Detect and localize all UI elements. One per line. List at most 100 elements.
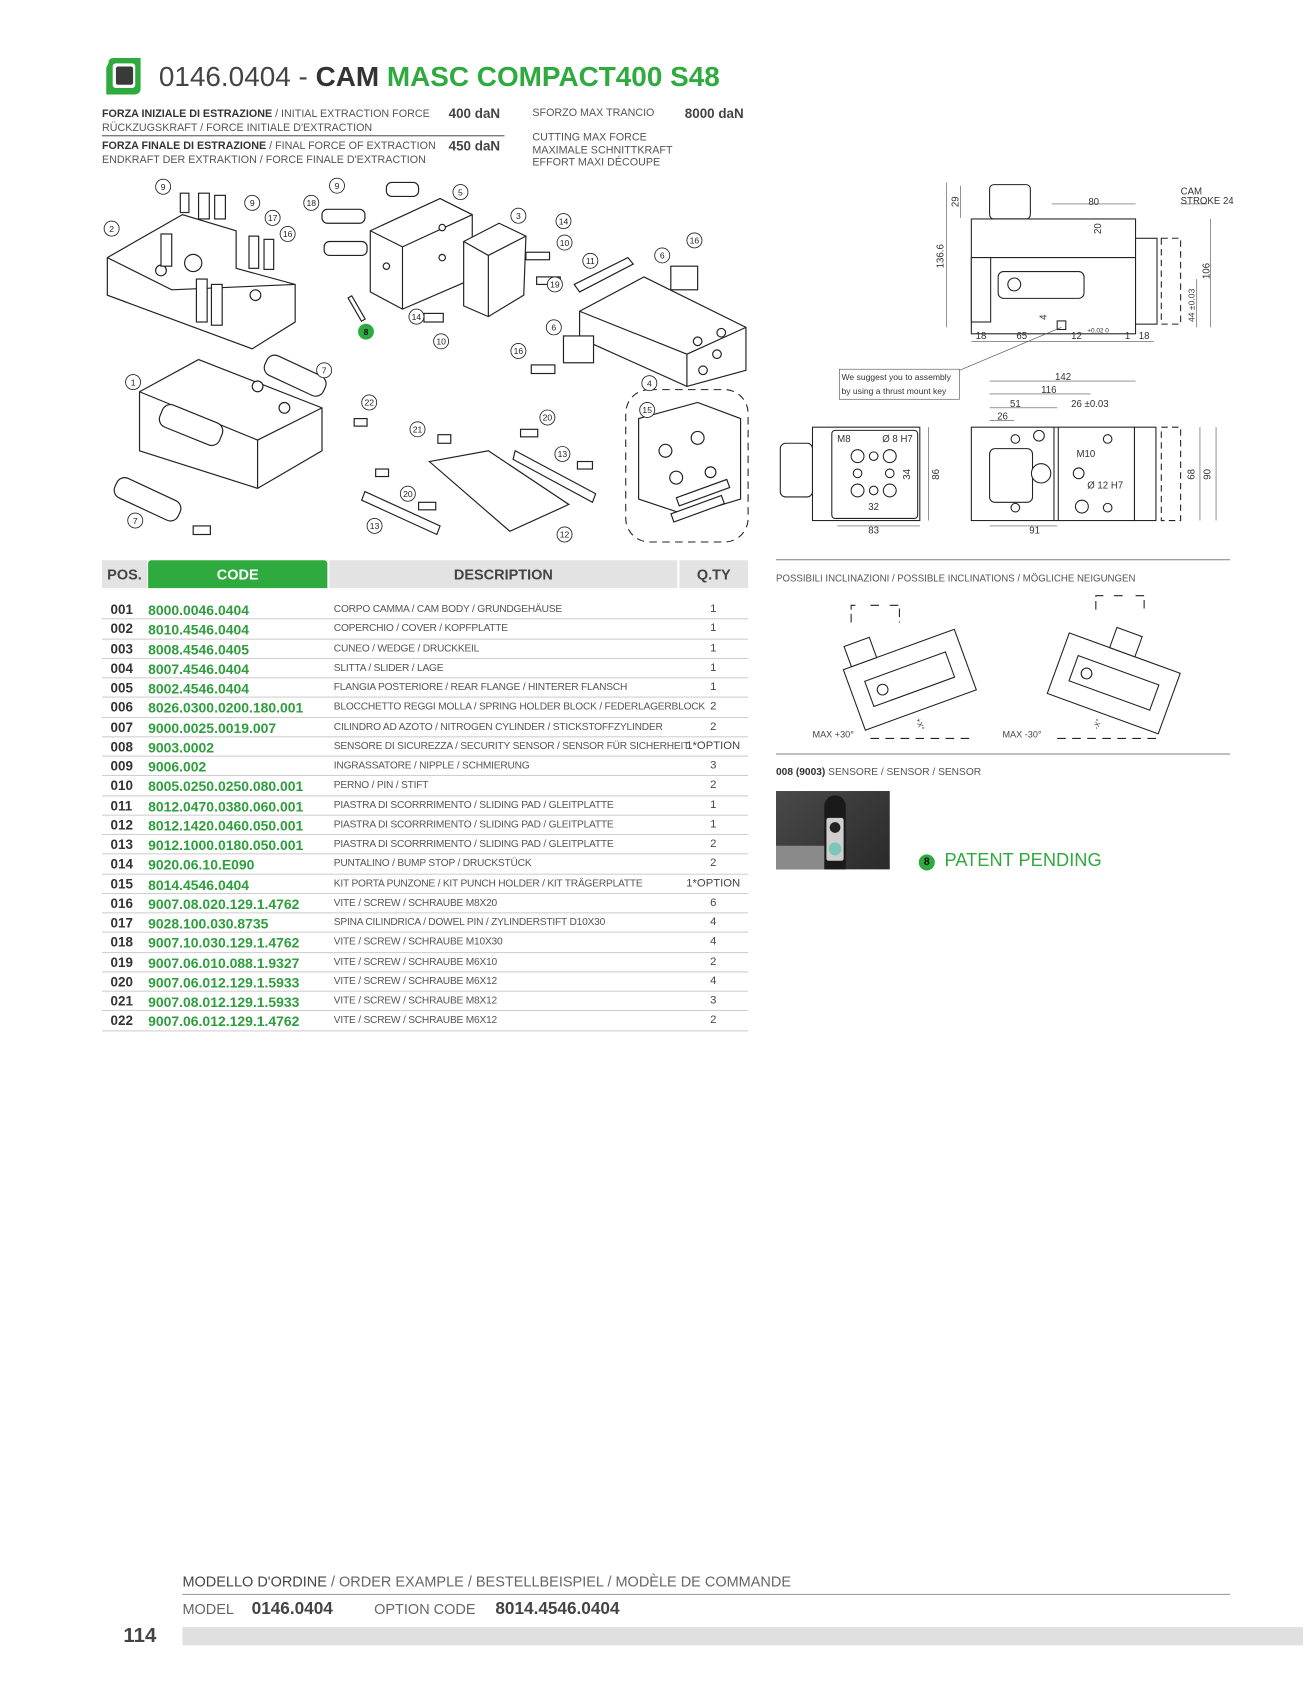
callout-circle (329, 177, 345, 194)
callout-number: 6 (660, 251, 665, 261)
row-pos: 003 (110, 641, 133, 657)
row-qty: 2 (710, 778, 717, 792)
callout-number: 10 (436, 337, 446, 347)
row-description: VITE / SCREW / SCHRAUBE M10X30 (333, 936, 503, 948)
dim-18b: 18 (1139, 331, 1150, 342)
row-code: 9012.1000.0180.050.001 (148, 837, 304, 854)
max-plus-30-label: MAX +30° (812, 729, 854, 739)
page-title: 0146.0404 - CAM MASC COMPACT400 S48 (159, 60, 720, 93)
sensor-label: 008 (9003) SENSORE / SENSOR / SENSOR (775, 766, 982, 779)
section-divider-2 (775, 753, 1231, 755)
callout-number: 12 (560, 530, 570, 540)
row-qty: 2 (710, 719, 717, 733)
row-description: PUNTALINO / BUMP STOP / DRUCKSTÜCK (333, 857, 532, 870)
footer-bar (182, 1627, 1303, 1646)
callout-number: 16 (514, 346, 524, 356)
page-number: 114 (123, 1624, 157, 1648)
row-pos: 016 (110, 895, 133, 911)
row-qty: 2 (710, 837, 717, 851)
dim-106: 106 (1202, 263, 1213, 279)
callout-number: 15 (642, 405, 652, 415)
callout-circle (545, 319, 562, 336)
row-description: PERNO / PIN / STIFT (333, 779, 429, 792)
callout-circle (279, 226, 296, 242)
row-pos: 001 (110, 602, 133, 618)
callout-number: 20 (543, 413, 553, 423)
dimension-drawing: 80 CAM STROKE 24 29 136.6 20 106 44 ±0.0… (779, 182, 1234, 536)
callout-number: 19 (550, 280, 560, 290)
dim-26: 26 (997, 412, 1008, 423)
inclinations-title: POSSIBILI INCLINAZIONI / POSSIBLE INCLIN… (775, 573, 1136, 584)
dim-26-tol: 26 ±0.03 (1071, 399, 1108, 410)
row-pos: 002 (110, 621, 133, 637)
row-pos: 009 (110, 758, 133, 774)
row-description: VITE / SCREW / SCHRAUBE M6X10 (333, 955, 497, 968)
row-description: COPERCHIO / COVER / KOPFPLATTE (333, 622, 508, 635)
row-code: 9007.06.012.129.1.5933 (148, 974, 300, 991)
dim-80: 80 (1088, 197, 1099, 208)
callout-circle (556, 526, 573, 543)
callout-circle (554, 446, 571, 462)
row-code: 8000.0046.0404 (148, 602, 249, 619)
callout-circle (303, 194, 320, 211)
dim-20: 20 (1093, 223, 1104, 234)
callout-number: 20 (403, 489, 413, 499)
order-divider (182, 1593, 1231, 1595)
callout-number: 14 (412, 312, 422, 322)
order-example-title: MODELLO D'ORDINE / ORDER EXAMPLE / BESTE… (182, 1573, 792, 1590)
callout-circle (399, 485, 416, 502)
dim-12: 12 (1071, 331, 1082, 342)
callout-number: 16 (283, 229, 293, 239)
callout-circle (556, 234, 573, 251)
row-code: 8026.0300.0200.180.001 (148, 700, 304, 717)
dim-44: 44 ±0.03 (1187, 288, 1197, 322)
row-code: 9003.0002 (148, 739, 215, 756)
dim-29: 29 (950, 196, 961, 207)
callout-circle (546, 276, 563, 293)
callout-number: 17 (268, 213, 278, 223)
dim-tol: +0.02 0 (1087, 328, 1109, 335)
row-pos: 007 (110, 719, 133, 735)
row-qty: 2 (710, 954, 717, 968)
dim-m8: M8 (837, 434, 850, 445)
row-code: 9007.08.012.129.1.5933 (148, 993, 300, 1010)
callout-circle (264, 209, 281, 226)
row-code: 9007.06.012.129.1.4762 (148, 1013, 300, 1030)
dim-cam: CAM (1181, 186, 1202, 197)
callout-circle (452, 184, 469, 201)
row-qty: 4 (710, 974, 717, 988)
dimension-labels: 80 CAM STROKE 24 29 136.6 20 106 44 ±0.0… (837, 186, 1234, 536)
callout-number: 22 (364, 398, 374, 408)
dim-1: 1 (1125, 331, 1130, 342)
sensor-badge-icon: 8 (918, 854, 935, 871)
row-code: 8007.4546.0404 (148, 660, 249, 677)
callout-circle (639, 402, 656, 418)
dim-32: 32 (868, 502, 879, 513)
row-code: 9000.0025.0019.007 (148, 719, 277, 736)
row-qty: 1 (710, 817, 717, 831)
row-description: BLOCCHETTO REGGI MOLLA / SPRING HOLDER B… (333, 701, 706, 713)
callout-circle (510, 207, 527, 224)
patent-pending: PATENT PENDING (944, 850, 1102, 871)
row-description: PIASTRA DI SCORRRIMENTO / SLIDING PAD / … (333, 838, 614, 851)
callout-number: 14 (559, 216, 569, 226)
row-qty: 1*OPTION (686, 739, 741, 753)
row-code: 8010.4546.0404 (148, 621, 249, 638)
row-code: 9006.002 (148, 758, 207, 775)
row-pos: 006 (110, 700, 133, 716)
callout-number: 4 (647, 378, 652, 388)
callout-circle (316, 362, 333, 379)
row-qty: 3 (710, 758, 717, 772)
row-qty: 1 (710, 641, 717, 655)
row-qty: 1 (710, 660, 717, 674)
row-pos: 017 (110, 915, 133, 931)
row-pos: 021 (110, 993, 133, 1009)
callout-circle (654, 247, 671, 264)
assembly-note-line2: by using a thrust mount key (841, 386, 947, 396)
callout-circle (409, 421, 426, 438)
